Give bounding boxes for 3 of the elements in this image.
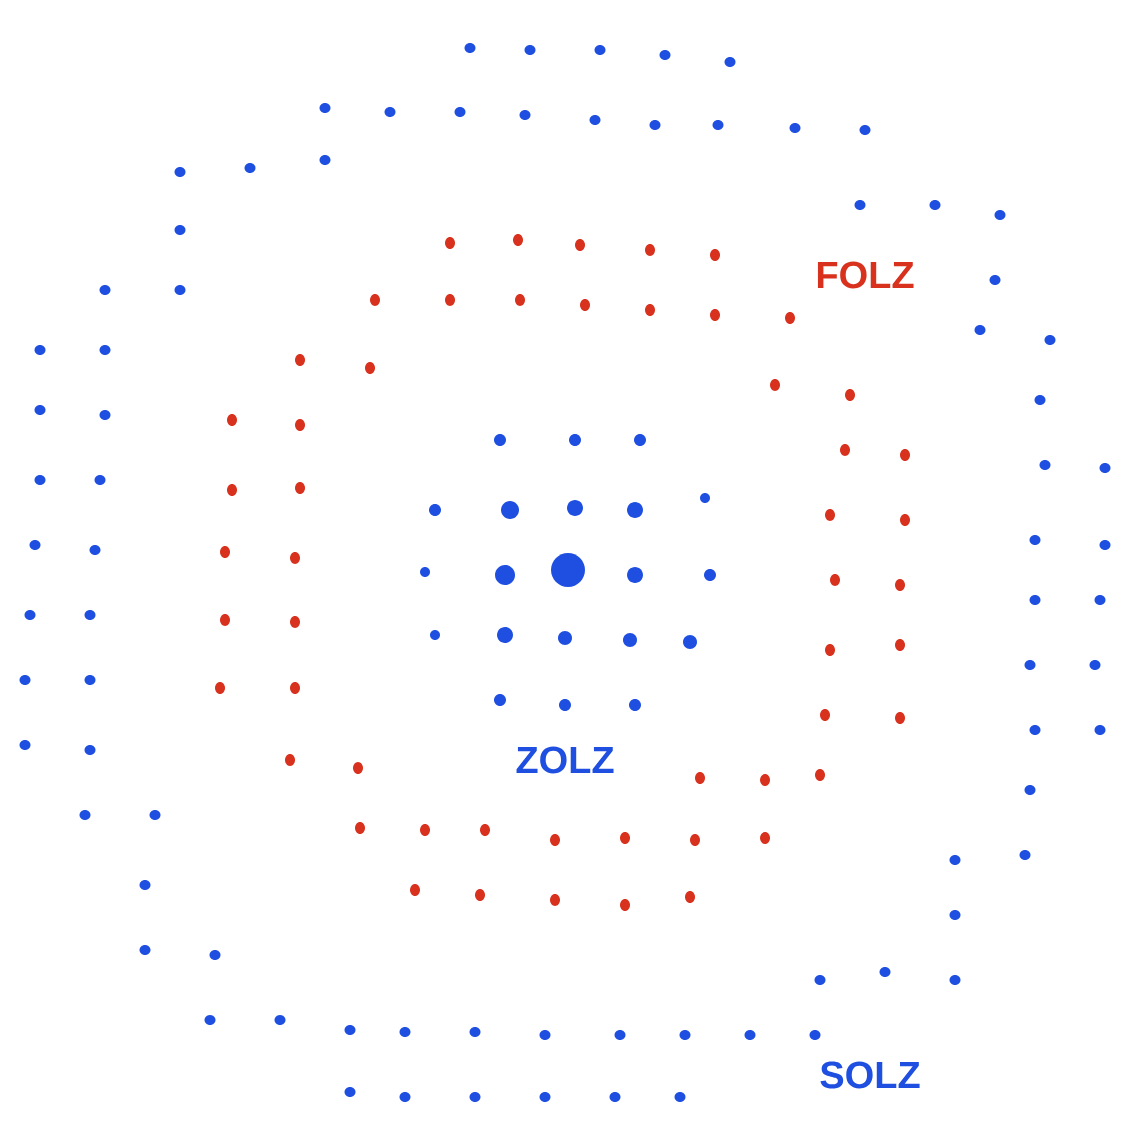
zone-label: FOLZ — [817, 261, 914, 289]
zone-label: ZOLZ — [516, 746, 614, 774]
zone-label: SOLZ — [820, 1061, 920, 1089]
